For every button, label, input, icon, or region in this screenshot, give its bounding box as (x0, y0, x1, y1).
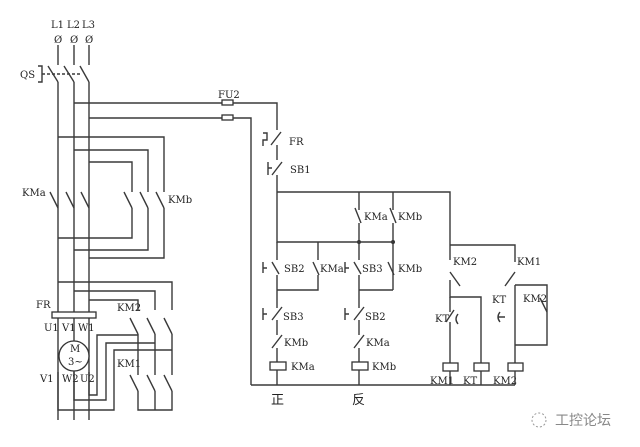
power-circuit: L1 L2 L3 Ø Ø Ø QS KMa KMb FR U1 V1 W1 (20, 20, 222, 420)
fr-nc-contact-icon (270, 131, 282, 160)
top-kmb-label: KMb (398, 212, 422, 223)
motor-terminal-u1: U1 (44, 323, 59, 334)
top-parallel-contacts-icon (354, 207, 397, 224)
terminal-l2-icon: Ø (70, 35, 78, 46)
control-circuit: FU2 FR SB1 KMa KMb SB2 KMa SB3 KMb KMa (218, 90, 548, 408)
watermark-text: 工控论坛 (555, 413, 611, 429)
kmb-main-label: KMb (168, 195, 192, 206)
km2-power-contacts-icon (129, 317, 173, 335)
motor-terminal-u2: U2 (80, 374, 95, 385)
sb2-label: SB2 (284, 264, 305, 275)
km1-contact-icon (504, 271, 516, 287)
motor-type: 3~ (68, 357, 83, 368)
kma-main-label: KMa (22, 188, 46, 199)
kma-interlock-label: KMa (366, 338, 390, 349)
kt-no-delay-icon (497, 311, 505, 323)
motor-terminal-v1: V1 (61, 323, 76, 334)
kmb-coil-icon (351, 361, 369, 371)
phase-label-l3: L3 (82, 20, 95, 31)
kma-hold-contact-icon (312, 261, 320, 276)
kt-coil-label: KT (463, 376, 477, 387)
kt-coil-icon (473, 362, 490, 372)
fr-control-label: FR (289, 137, 304, 148)
kma-hold-label: KMa (320, 264, 344, 275)
sb1-button-icon (267, 162, 272, 175)
kma-coil-icon (269, 361, 287, 371)
sb2-rev-label: SB2 (365, 312, 386, 323)
top-kma-label: KMa (364, 212, 388, 223)
reverse-caption: 反 (352, 393, 365, 408)
kmb-coil-label: KMb (372, 362, 396, 373)
fr-power-label: FR (36, 300, 51, 311)
qs-actuator-icon (38, 65, 43, 83)
km1-coil-label: KM1 (430, 376, 454, 387)
qs-label: QS (20, 70, 35, 81)
km1-contact-label: KM1 (517, 257, 541, 268)
kma-main-contacts-icon (49, 191, 90, 209)
forward-caption: 正 (271, 393, 284, 408)
km1-coil-icon (442, 362, 459, 372)
terminal-l1-icon: Ø (54, 35, 62, 46)
km2-coil-label: KM2 (493, 376, 517, 387)
kmb-hold-contact-icon (387, 261, 395, 276)
sb2-interlock-icon (344, 306, 365, 321)
km2-power-label: KM2 (117, 303, 141, 314)
watermark-logo-icon (531, 412, 547, 428)
kma-coil-label: KMa (291, 362, 315, 373)
sb2-start-button-icon (262, 261, 280, 275)
fu2-fuse-top-icon (221, 99, 234, 106)
sb3-start-button-icon (344, 261, 362, 275)
sb1-label: SB1 (290, 165, 311, 176)
kt-nc-delay-icon (445, 297, 459, 325)
kt-nc-label: KT (435, 314, 449, 325)
phase-label-l2: L2 (67, 20, 80, 31)
km2-nc-contact-icon (449, 271, 461, 287)
terminal-l3-icon: Ø (85, 35, 93, 46)
motor-icon (58, 340, 90, 372)
fu2-label: FU2 (218, 90, 240, 101)
km2-nc-label: KM2 (453, 257, 477, 268)
fr-actuator-icon (262, 132, 268, 146)
sb3-fwd-label: SB3 (283, 312, 304, 323)
sb1-contact-icon (271, 161, 283, 192)
fr-thermal-element-icon (51, 311, 97, 319)
km2-hold-label: KM2 (523, 294, 547, 305)
sb3-interlock-icon (262, 306, 283, 321)
kmb-interlock-label: KMb (284, 338, 308, 349)
km2-coil-icon (507, 362, 524, 372)
motor-terminal-w1: W1 (78, 323, 95, 334)
kmb-hold-label: KMb (398, 264, 422, 275)
watermark: 工控论坛 (531, 412, 611, 429)
motor-label: M (70, 344, 80, 355)
fu2-fuse-bottom-icon (221, 114, 234, 121)
kt-no-label: KT (492, 295, 506, 306)
km1-power-contacts-icon (129, 374, 173, 392)
phase-label-l1: L1 (51, 20, 64, 31)
kmb-main-contacts-icon (123, 191, 165, 209)
km1-power-label: KM1 (117, 359, 141, 370)
km2-hold-contact-icon (539, 297, 548, 313)
motor-terminal-v1-bottom: V1 (39, 374, 54, 385)
motor-terminal-w2: W2 (62, 374, 79, 385)
sb3-label: SB3 (362, 264, 383, 275)
